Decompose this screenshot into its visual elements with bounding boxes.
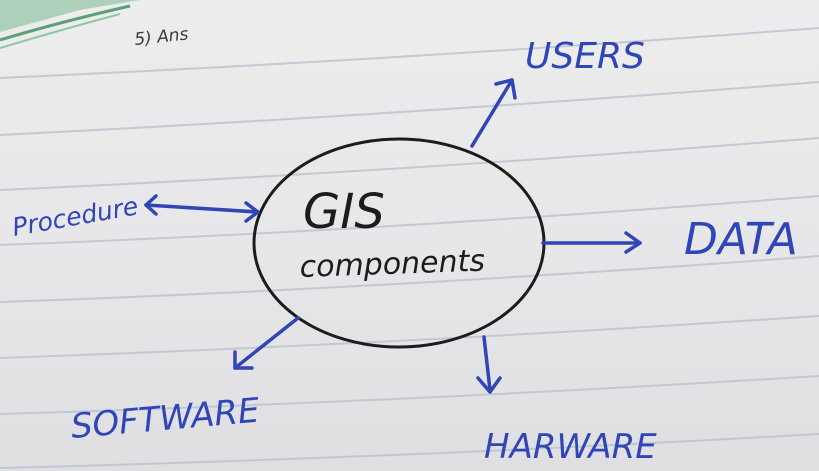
arrow-to-data	[541, 231, 642, 254]
green-margin	[0, 0, 140, 49]
node-software: SOFTWARE	[69, 391, 261, 447]
center-title: GIS	[303, 184, 385, 240]
node-hardware: HARWARE	[484, 427, 657, 467]
node-data: DATA	[684, 214, 798, 265]
arrow-to-software	[233, 316, 300, 370]
arrow-procedure	[144, 194, 260, 223]
center-circle	[252, 137, 546, 349]
note-heading: 5) Ans	[133, 24, 189, 50]
arrow-to-hardware	[476, 335, 502, 394]
center-subtitle: components	[299, 244, 485, 285]
arrow-to-users	[470, 78, 517, 148]
node-users: USERS	[525, 36, 645, 77]
node-procedure: Procedure	[10, 191, 140, 242]
ruled-lines	[0, 27, 819, 469]
